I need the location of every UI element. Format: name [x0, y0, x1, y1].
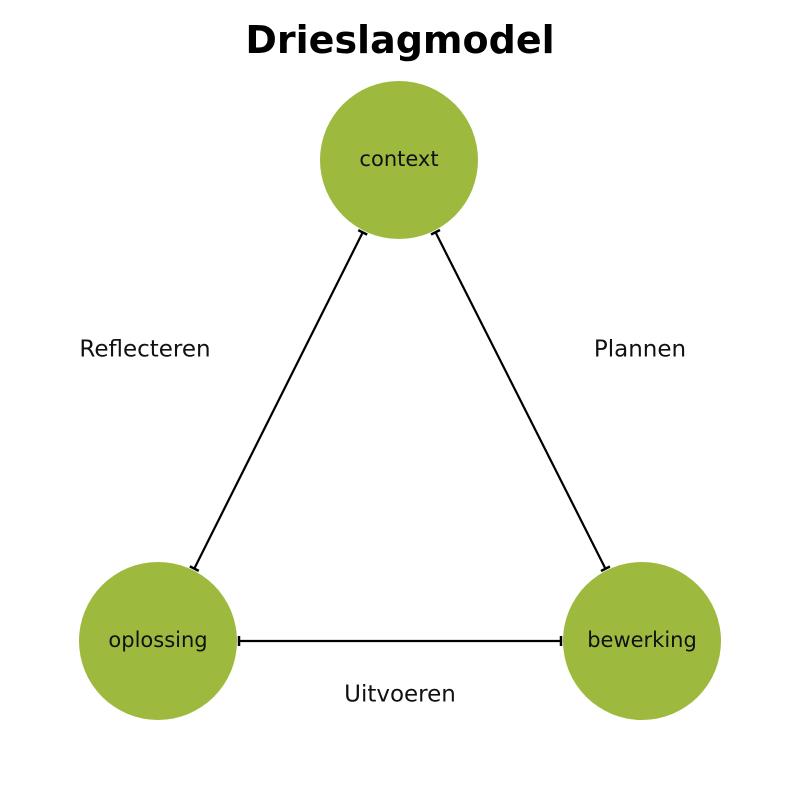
edge-start-marker [430, 228, 441, 236]
diagram-title: Drieslagmodel [245, 18, 555, 62]
node-circle [563, 562, 721, 720]
edge-oplossing-context [189, 229, 368, 572]
edge-label-uitvoeren: Uitvoeren [344, 682, 456, 708]
node-oplossing: oplossing [79, 562, 237, 720]
edge-label-plannen: Plannen [594, 337, 686, 363]
edge-line [434, 231, 607, 570]
node-circle [79, 562, 237, 720]
node-label: context [359, 147, 438, 171]
edge-start-marker [189, 565, 200, 572]
node-label: bewerking [587, 628, 697, 652]
edge-label-reflecteren: Reflecteren [79, 337, 210, 363]
node-label: oplossing [108, 628, 207, 652]
node-context: context [320, 81, 478, 239]
edge-end-marker [357, 229, 368, 236]
edge-context-bewerking [430, 228, 611, 573]
edge-bewerking-oplossing [237, 636, 563, 646]
edge-line [193, 231, 364, 570]
node-bewerking: bewerking [563, 562, 721, 720]
edge-end-marker [600, 565, 611, 573]
node-circle [320, 81, 478, 239]
